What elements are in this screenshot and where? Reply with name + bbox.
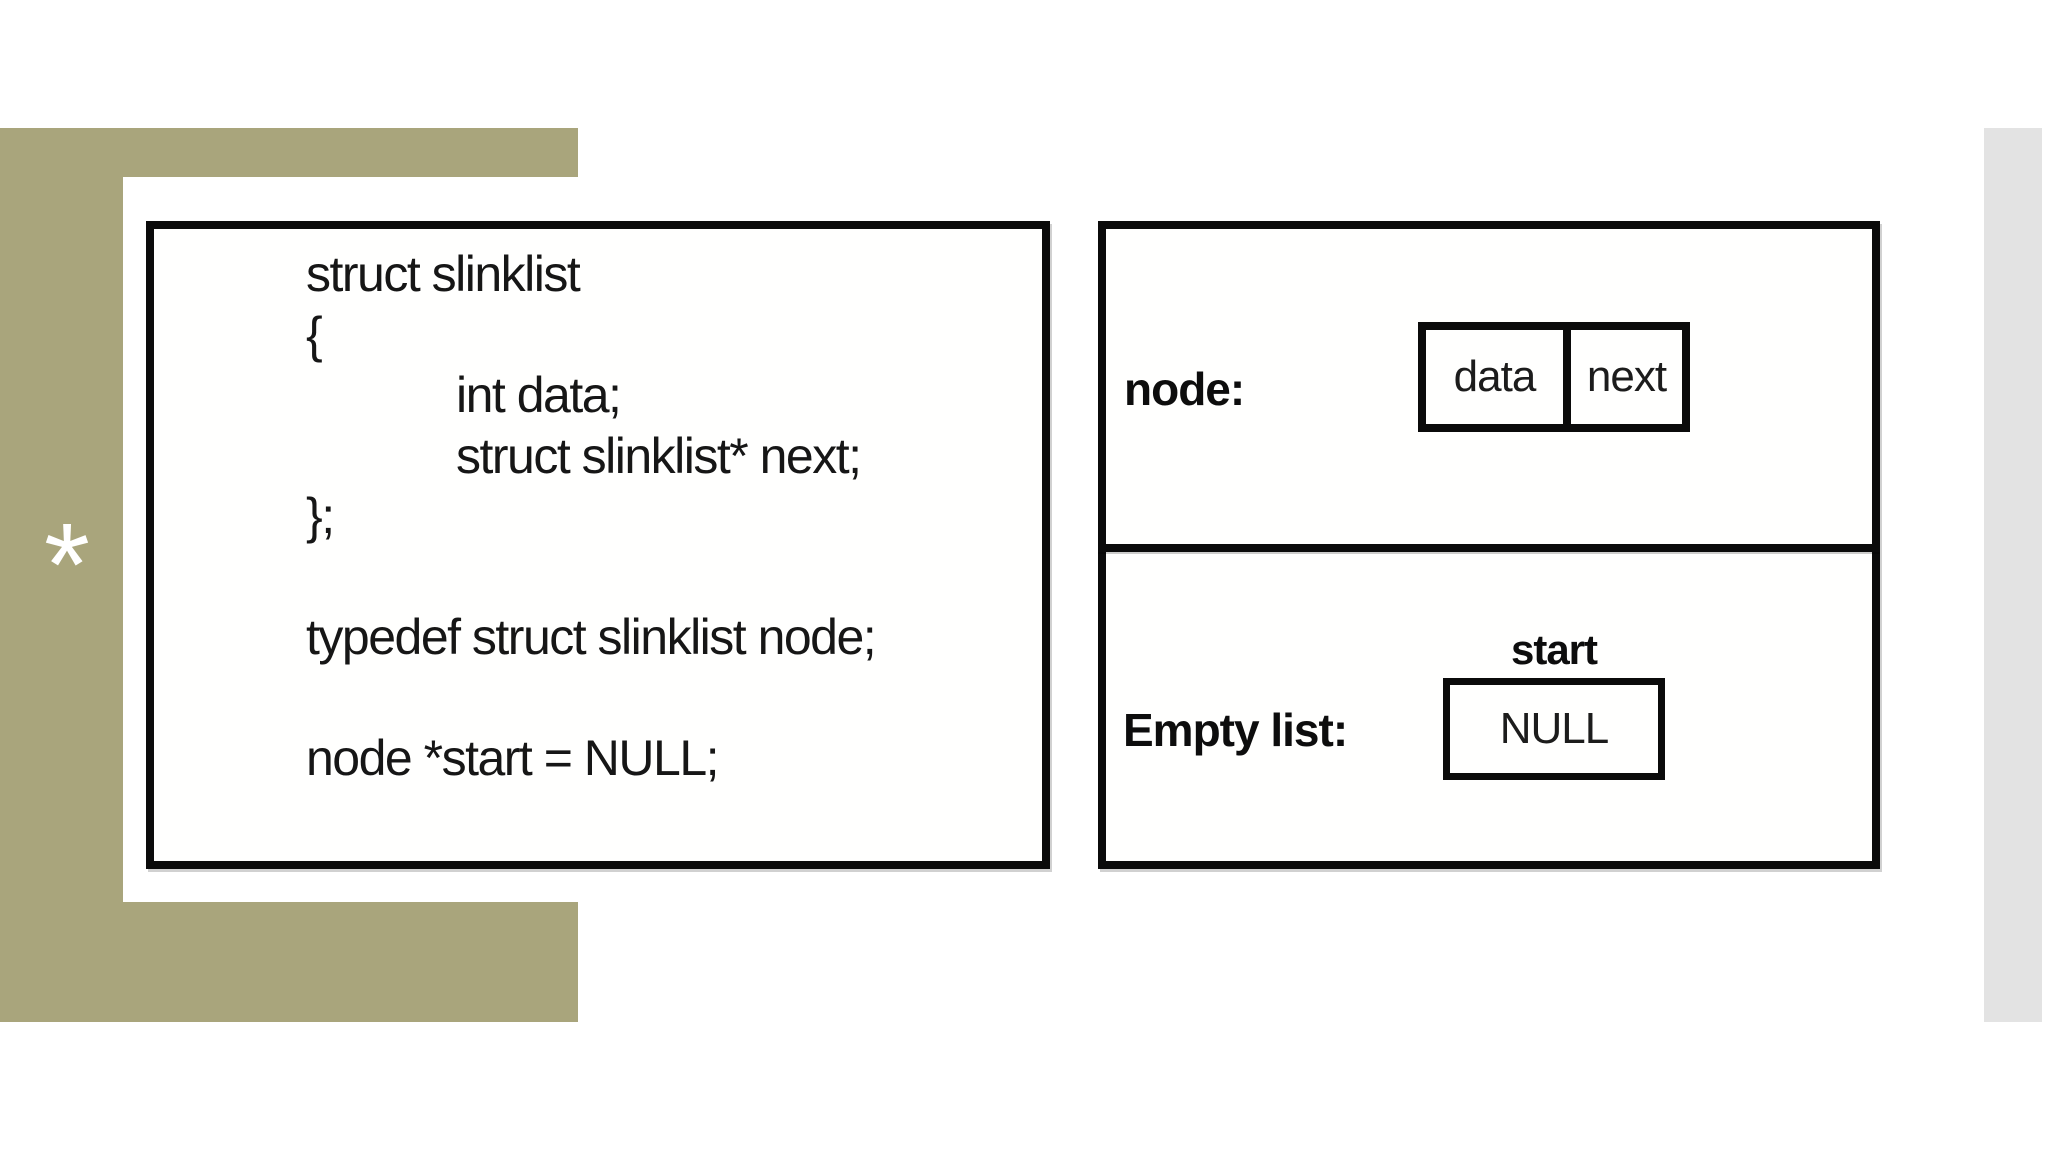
code-line: };	[306, 488, 335, 544]
node-diagram-panel: node: data next start NULL Empty list:	[1098, 221, 1880, 869]
code-panel: struct slinklist{ int data;struct slinkli…	[146, 221, 1050, 869]
code-line	[306, 668, 1042, 729]
null-value: NULL	[1499, 704, 1609, 753]
code-line: struct slinklist* next;	[456, 427, 862, 484]
node-label: node:	[1124, 363, 1245, 415]
node-cell-next: next	[1586, 352, 1667, 401]
start-pointer-label: start	[1510, 626, 1598, 673]
code-line: typedef struct slinklist node;	[306, 609, 877, 665]
code-lines: struct slinklist{ int data;struct slinkli…	[154, 229, 1042, 789]
panel-divider	[1098, 544, 1880, 552]
slide-marker-asterisk: *	[44, 499, 90, 631]
node-cell-data: data	[1426, 330, 1571, 424]
code-line: {	[306, 306, 323, 363]
empty-list-label: Empty list:	[1123, 704, 1348, 756]
node-cell-box: data next	[1418, 322, 1690, 432]
code-line: node *start = NULL;	[306, 730, 720, 786]
right-gray-strip	[1984, 128, 2042, 1022]
null-box: NULL	[1443, 678, 1665, 780]
code-line: struct slinklist	[306, 246, 581, 302]
code-line: int data;	[456, 367, 622, 423]
code-line	[306, 547, 1042, 608]
